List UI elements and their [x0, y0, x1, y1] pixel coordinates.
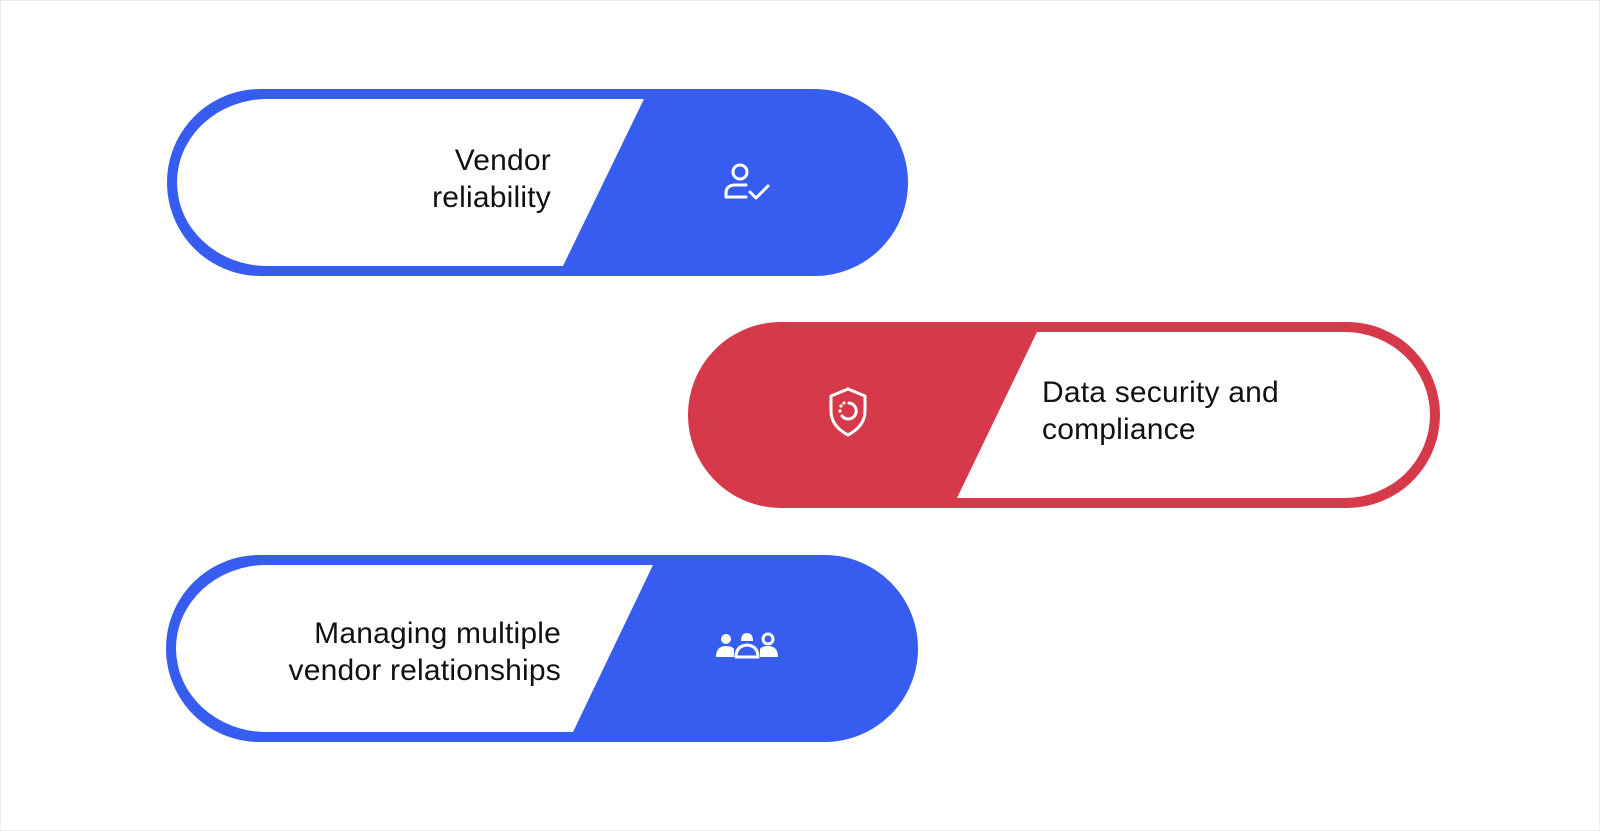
card-data-security: Data security and compliance [688, 322, 1440, 508]
card-label: Vendor reliability [432, 142, 551, 216]
group-icon [716, 632, 778, 659]
label-line: compliance [1042, 413, 1196, 446]
card-shape [167, 89, 908, 276]
shield-icon [829, 387, 867, 437]
label-line: reliability [432, 181, 551, 214]
card-label: Managing multiple vendor relationships [289, 615, 562, 689]
card-shape [166, 555, 918, 742]
card-shape [688, 322, 1440, 508]
user-check-icon [724, 163, 770, 200]
card-label: Data security and compliance [1042, 374, 1279, 448]
label-line: Vendor [454, 144, 551, 177]
card-vendor-relationships: Managing multiple vendor relationships [166, 555, 918, 742]
label-line: Managing multiple [314, 617, 561, 650]
card-vendor-reliability: Vendor reliability [167, 89, 908, 276]
label-line: vendor relationships [288, 654, 561, 687]
label-line: Data security and [1042, 376, 1279, 409]
